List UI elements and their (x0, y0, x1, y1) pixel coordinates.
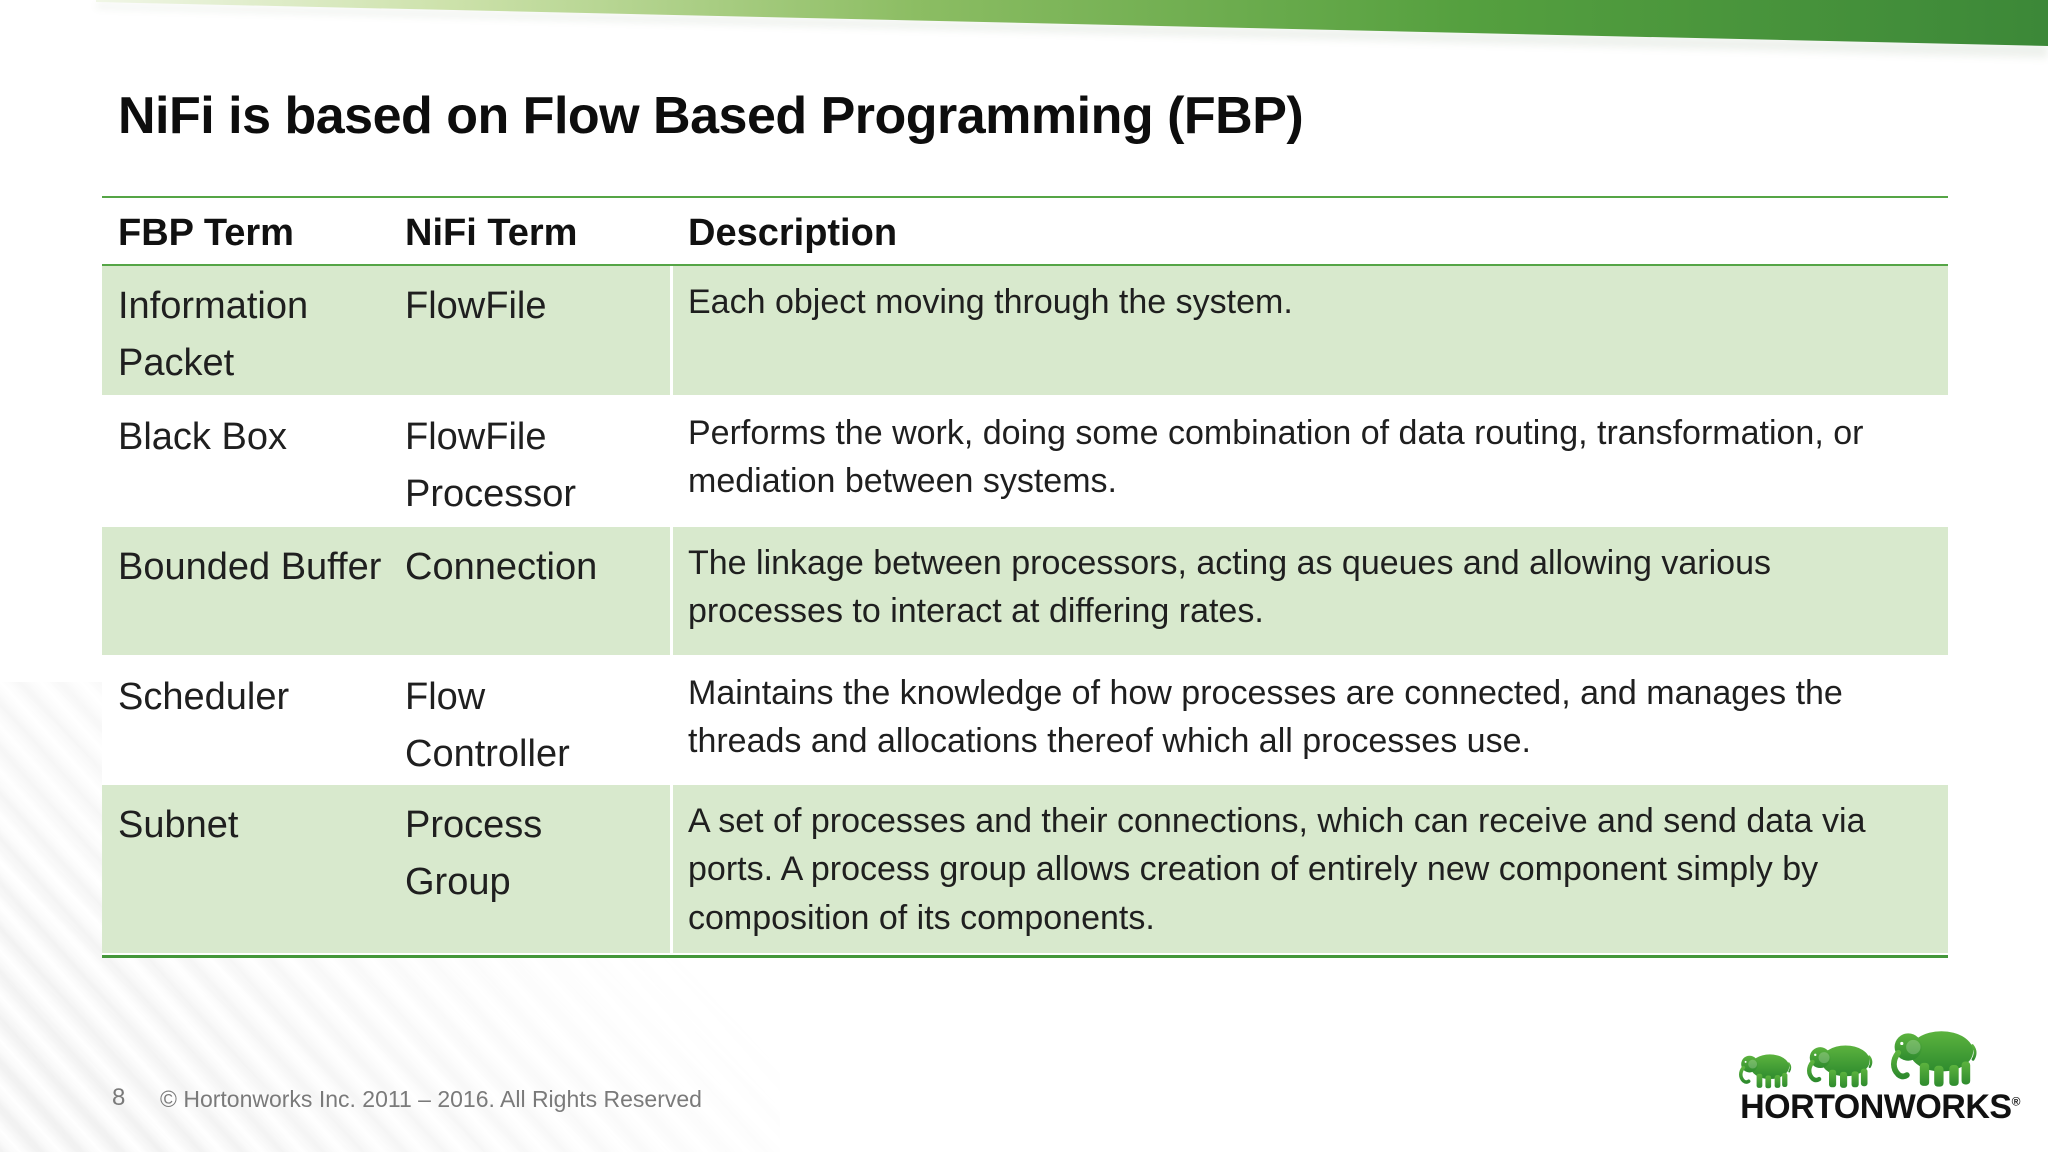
cell-nifi-term: FlowFile Processor (405, 416, 577, 515)
table-header-rule (102, 264, 1948, 266)
band-shadow (96, 4, 2048, 58)
hortonworks-wordmark: HORTONWORKS® (1735, 1088, 2025, 1127)
table-row: Black Box FlowFile Processor Performs th… (102, 397, 1948, 527)
column-header-nifi-term: NiFi Term (405, 212, 578, 254)
table-row: Scheduler Flow Controller Maintains the … (102, 657, 1948, 785)
table-top-rule (102, 196, 1948, 198)
cell-description: Each object moving through the system. (670, 266, 1948, 395)
cell-nifi-term: FlowFile (405, 285, 547, 327)
cell-fbp-term: Subnet (118, 804, 239, 846)
column-header-description: Description (670, 198, 1948, 264)
top-green-band (96, 0, 2048, 58)
page-number: 8 (112, 1084, 126, 1111)
fbp-terms-table: FBP Term NiFi Term Description Informati… (102, 196, 1948, 958)
hortonworks-elephants-icon (1739, 1022, 2021, 1090)
cell-description: Maintains the knowledge of how processes… (670, 657, 1948, 783)
hortonworks-logo: HORTONWORKS® (1735, 1022, 2025, 1132)
registered-mark: ® (2011, 1094, 2021, 1109)
cell-fbp-term: Black Box (118, 416, 287, 458)
cell-fbp-term: Bounded Buffer (118, 546, 382, 588)
table-header-row: FBP Term NiFi Term Description (102, 198, 1948, 264)
cell-nifi-term: Connection (405, 546, 598, 588)
table-row: Subnet Process Group A set of processes … (102, 785, 1948, 955)
column-header-fbp-term: FBP Term (118, 212, 294, 254)
table-row: Bounded Buffer Connection The linkage be… (102, 527, 1948, 657)
cell-fbp-term: Scheduler (118, 676, 290, 718)
table-bottom-rule (102, 955, 1948, 958)
cell-description: The linkage between processors, acting a… (670, 527, 1948, 655)
cell-nifi-term: Flow Controller (405, 676, 570, 775)
cell-description: Performs the work, doing some combinatio… (670, 397, 1948, 525)
copyright-text: © Hortonworks Inc. 2011 – 2016. All Righ… (160, 1086, 702, 1112)
cell-description: A set of processes and their connections… (670, 785, 1948, 953)
table-row: Information Packet FlowFile Each object … (102, 266, 1948, 397)
band-wedge (96, 0, 2048, 46)
cell-fbp-term: Information Packet (118, 285, 309, 384)
cell-nifi-term: Process Group (405, 804, 543, 903)
slide-title: NiFi is based on Flow Based Programming … (118, 87, 1304, 145)
wordmark-text: HORTONWORKS (1740, 1088, 2012, 1126)
